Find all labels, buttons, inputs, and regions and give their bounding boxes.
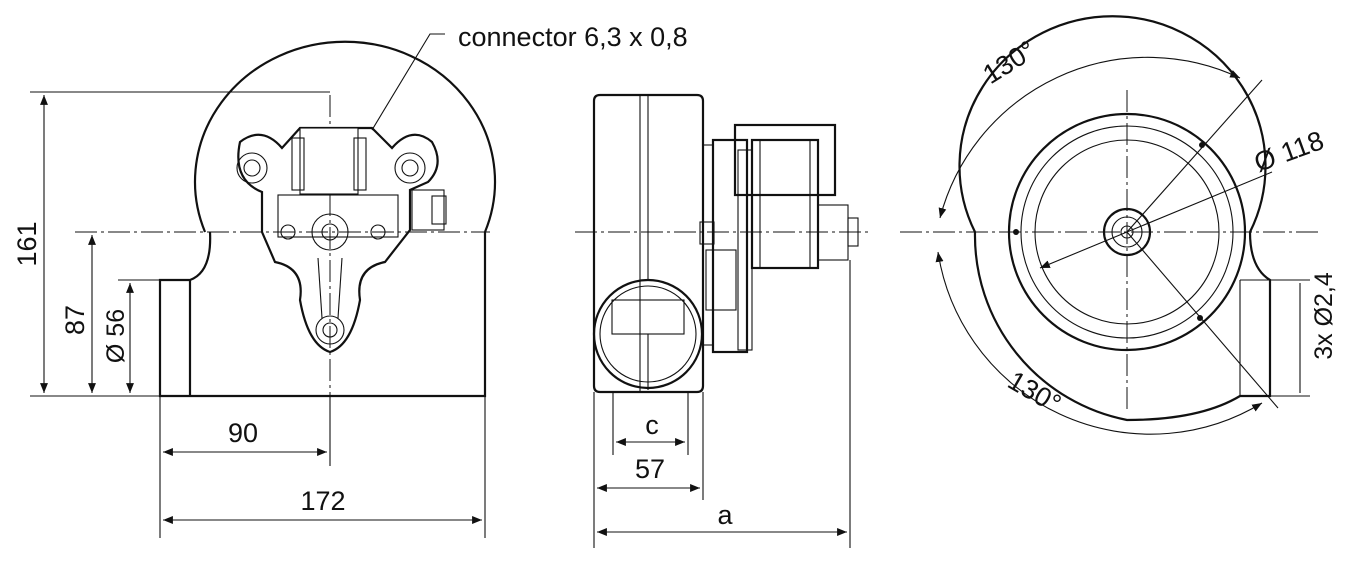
dim-outlet-diameter: Ø 56 <box>102 309 130 363</box>
front-view: connector 6,3 x 0,8 161 87 Ø 56 90 172 <box>12 22 688 538</box>
dim-height-total: 161 <box>12 221 42 266</box>
front-housing-outline <box>158 40 497 398</box>
dim-width-total: 172 <box>300 486 345 516</box>
side-housing <box>592 93 705 394</box>
connector-label: connector 6,3 x 0,8 <box>458 22 688 52</box>
dim-holes: 3x Ø2,4 <box>1310 272 1338 360</box>
dim-width-axis: 90 <box>228 418 258 448</box>
motor-plate <box>237 126 439 354</box>
side-view: c 57 a <box>575 93 870 548</box>
dim-height-axis: 87 <box>60 305 90 335</box>
rear-view: 130° 130° Ø 118 3x Ø2,4 <box>900 15 1338 435</box>
dim-depth-a: a <box>717 500 733 530</box>
dim-depth-c: c <box>645 410 659 440</box>
dim-depth-outlet: 57 <box>635 454 665 484</box>
